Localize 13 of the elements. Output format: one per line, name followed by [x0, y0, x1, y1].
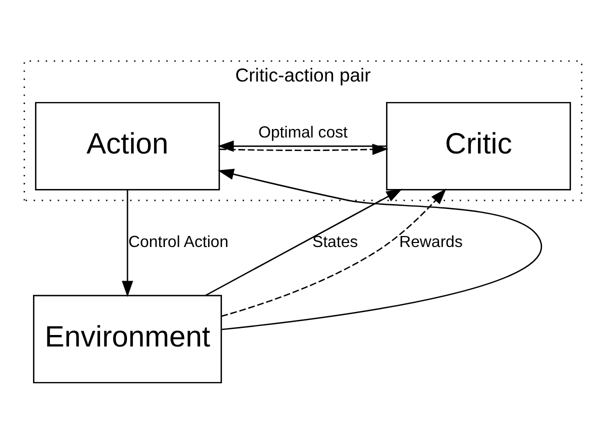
- node-box: Critic: [386, 101, 571, 190]
- arrow: [205, 188, 402, 296]
- arrow: [122, 189, 134, 297]
- edge-label: Rewards: [399, 232, 463, 250]
- arrow: [221, 188, 446, 316]
- edge-label: Optimal cost: [258, 123, 348, 142]
- arrow: [218, 140, 386, 152]
- arrow: [218, 168, 541, 330]
- node-box: Action: [35, 101, 220, 190]
- edge-label: States: [312, 232, 358, 250]
- node-box: Environment: [33, 294, 222, 383]
- arrow: [220, 143, 388, 155]
- edge-label: Control Action: [128, 232, 228, 250]
